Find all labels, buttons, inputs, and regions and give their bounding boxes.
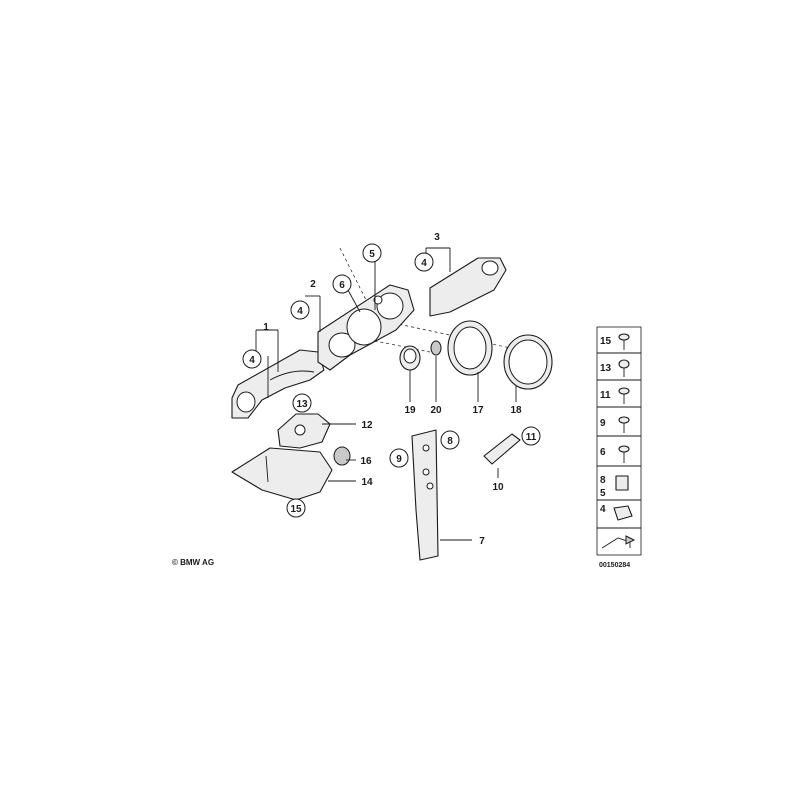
bracket-icon bbox=[601, 535, 636, 549]
callout-4b: 4 bbox=[297, 306, 303, 317]
callout-15: 15 bbox=[290, 504, 302, 515]
legend-item-15: 15 bbox=[600, 336, 612, 347]
callout-13: 13 bbox=[296, 399, 308, 410]
callout-10: 10 bbox=[492, 482, 504, 493]
screw-icon bbox=[618, 333, 630, 463]
callout-11-circle bbox=[521, 426, 541, 446]
legend-item-13: 13 bbox=[600, 363, 612, 374]
part-1-left-trim bbox=[231, 349, 325, 419]
callout-20: 20 bbox=[430, 405, 442, 416]
callout-5: 5 bbox=[369, 249, 375, 260]
callout-8-circle bbox=[440, 430, 460, 450]
callout-2: 2 bbox=[310, 279, 316, 290]
callout-1: 1 bbox=[263, 322, 269, 333]
legend-item-11: 11 bbox=[600, 390, 611, 401]
callout-11: 11 bbox=[526, 432, 537, 443]
callout-7: 7 bbox=[479, 536, 485, 547]
part-10-cover bbox=[483, 433, 521, 465]
callout-4b-circle bbox=[290, 300, 310, 320]
callout-14: 14 bbox=[361, 477, 373, 488]
callout-4c: 4 bbox=[421, 258, 427, 269]
callout-labels: 1 4 2 4 3 4 5 6 19 20 17 18 13 12 16 14 … bbox=[242, 232, 541, 547]
callout-5-circle bbox=[362, 243, 382, 263]
legend-item-6: 6 bbox=[600, 447, 606, 458]
callout-13-circle bbox=[292, 393, 312, 413]
legend-item-8: 8 bbox=[600, 475, 606, 486]
callout-4a: 4 bbox=[249, 355, 255, 366]
callout-12: 12 bbox=[361, 420, 373, 431]
callout-6: 6 bbox=[339, 280, 345, 291]
part-12-upper-shroud bbox=[277, 413, 331, 449]
legend-item-9: 9 bbox=[600, 418, 606, 429]
part-3-right-trim bbox=[429, 257, 507, 317]
clip-icon bbox=[613, 475, 633, 521]
callout-4c-circle bbox=[414, 252, 434, 272]
callout-4a-circle bbox=[242, 349, 262, 369]
legend-item-5: 5 bbox=[600, 488, 606, 499]
part-2-cluster-trim bbox=[317, 284, 415, 371]
legend-item-4: 4 bbox=[600, 504, 606, 515]
part-7-pillar-trim bbox=[411, 429, 439, 561]
callout-8: 8 bbox=[447, 436, 453, 447]
callout-9-circle bbox=[389, 448, 409, 468]
callout-17: 17 bbox=[472, 405, 484, 416]
callout-3: 3 bbox=[434, 232, 440, 243]
rings bbox=[399, 320, 553, 390]
fastener-legend: 15 13 11 9 6 8 5 4 00150284 bbox=[596, 326, 642, 569]
copyright: © BMW AG bbox=[172, 558, 214, 567]
leader-lines bbox=[255, 247, 517, 541]
callout-19: 19 bbox=[404, 405, 416, 416]
callout-15-circle bbox=[286, 498, 306, 518]
callout-18: 18 bbox=[510, 405, 522, 416]
callout-16: 16 bbox=[360, 456, 372, 467]
part-14-lower-shroud bbox=[231, 446, 351, 501]
callout-6-circle bbox=[332, 274, 352, 294]
callout-9: 9 bbox=[396, 454, 402, 465]
diagram-id: 00150284 bbox=[599, 562, 630, 569]
